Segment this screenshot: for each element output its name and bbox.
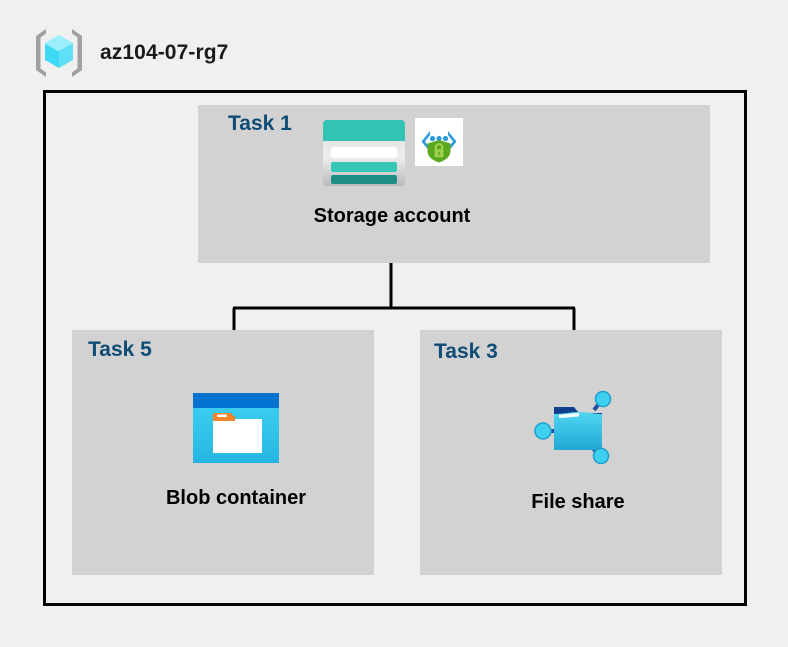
task-label-1: Task 1 (228, 112, 292, 135)
resource-group-header: az104-07-rg7 (30, 24, 228, 82)
task-label-5: Task 5 (88, 338, 152, 361)
blob-container-caption: Blob container (165, 487, 306, 509)
storage-account-icon (321, 118, 407, 193)
node-blob-container: Blob container (150, 392, 322, 510)
resource-group-icon (30, 24, 88, 82)
task-label-3: Task 3 (434, 340, 498, 363)
storage-account-icon-row (321, 118, 463, 193)
node-storage-account: Storage account (298, 118, 486, 228)
blob-container-icon (192, 392, 280, 469)
resource-group-name: az104-07-rg7 (100, 41, 229, 64)
storage-account-caption: Storage account (313, 205, 471, 227)
file-share-caption: File share (531, 491, 625, 513)
task-box-file-share (420, 330, 722, 575)
node-file-share: File share (492, 388, 664, 514)
file-share-icon (532, 388, 624, 469)
resource-group-boundary (43, 90, 747, 606)
managed-identity-shield-icon (415, 118, 463, 171)
